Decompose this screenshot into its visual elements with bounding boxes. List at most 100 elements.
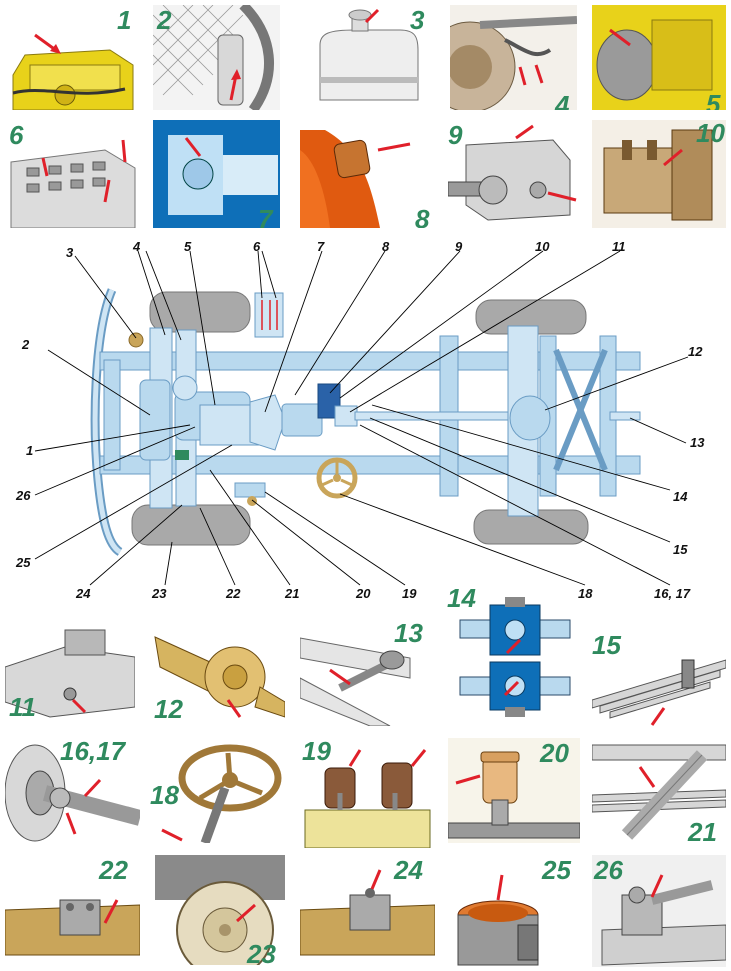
gearbox-icon bbox=[448, 124, 577, 221]
panel-number-18: 18 bbox=[150, 780, 179, 810]
panel-10: 10 bbox=[592, 120, 726, 228]
callout-2: 2 bbox=[22, 337, 30, 352]
panel-12: 12 bbox=[150, 622, 285, 722]
panel-16-17: 16,17 bbox=[5, 738, 140, 843]
panel-6: 6 bbox=[5, 120, 138, 228]
callout-1: 1 bbox=[26, 443, 34, 458]
callout-19: 19 bbox=[402, 586, 417, 601]
battery-icon bbox=[10, 139, 136, 228]
battery bbox=[254, 292, 284, 338]
panel-number-12: 12 bbox=[154, 694, 183, 722]
tow-hook-icon bbox=[300, 637, 411, 726]
leaf-spring-icon bbox=[592, 659, 726, 726]
steering-wheel-icon bbox=[161, 744, 282, 843]
panel-number-7: 7 bbox=[258, 204, 273, 228]
panel-8: 8 bbox=[300, 120, 437, 228]
panel-number-26: 26 bbox=[594, 855, 623, 885]
callout-26: 26 bbox=[16, 488, 31, 503]
oil-filter-icon bbox=[300, 130, 411, 228]
universal-joint-icon bbox=[459, 597, 571, 717]
panel-21: 21 bbox=[592, 735, 726, 845]
panel-number-8: 8 bbox=[415, 204, 430, 228]
panel-25: 25 bbox=[448, 855, 580, 967]
panel-14: 14 bbox=[445, 585, 585, 725]
panel-number-25: 25 bbox=[542, 855, 571, 885]
radiator bbox=[139, 379, 171, 461]
transfer-case-icon bbox=[592, 120, 726, 228]
brake-hose-icon bbox=[450, 5, 577, 110]
callout-10: 10 bbox=[535, 239, 550, 254]
panel-number-23: 23 bbox=[247, 939, 276, 965]
frame-rail-left bbox=[99, 351, 641, 371]
gearbox bbox=[281, 403, 323, 437]
callout-14: 14 bbox=[673, 489, 688, 504]
callout-4: 4 bbox=[133, 239, 141, 254]
panel-3: 3 bbox=[310, 5, 435, 110]
propeller-shaft bbox=[354, 411, 526, 421]
frame-rail-right bbox=[99, 455, 641, 475]
chassis-drawing bbox=[90, 288, 641, 556]
callout-13: 13 bbox=[690, 435, 705, 450]
callout-22: 22 bbox=[226, 586, 241, 601]
air-filter-icon bbox=[592, 5, 726, 110]
panel-22: 22 bbox=[5, 855, 140, 965]
panel-number-6: 6 bbox=[9, 120, 24, 150]
callout-23: 23 bbox=[152, 586, 167, 601]
rear-axle-icon bbox=[154, 636, 285, 718]
panel-2: 2 bbox=[153, 5, 280, 110]
panel-number-19: 19 bbox=[302, 738, 331, 766]
panel-number-5: 5 bbox=[706, 89, 721, 110]
panel-number-13: 13 bbox=[394, 618, 423, 648]
panel-number-16-17: 16,17 bbox=[60, 738, 126, 766]
callout-3: 3 bbox=[66, 245, 74, 260]
panel-26: 26 bbox=[592, 855, 726, 967]
transfer-case-bottom-icon bbox=[5, 629, 135, 718]
steering-gear-icon bbox=[592, 855, 726, 967]
callout-21: 21 bbox=[285, 586, 300, 601]
panel-number-15: 15 bbox=[592, 630, 621, 660]
fuel-pump-icon bbox=[457, 874, 539, 966]
wheel-icon bbox=[155, 855, 285, 965]
clutch-icon bbox=[153, 120, 280, 228]
panel-4: 4 bbox=[450, 5, 577, 110]
callout-24: 24 bbox=[76, 586, 91, 601]
expansion-tank bbox=[128, 332, 144, 348]
panel-number-21: 21 bbox=[688, 817, 717, 845]
panel-number-22: 22 bbox=[99, 855, 128, 885]
rear-differential bbox=[509, 395, 551, 441]
panel-7: 7 bbox=[153, 120, 280, 228]
callout-20: 20 bbox=[356, 586, 371, 601]
expansion-tank-icon bbox=[319, 8, 419, 101]
engine-cover-icon bbox=[12, 33, 134, 110]
steering-wheel bbox=[316, 457, 358, 499]
panel-number-24: 24 bbox=[394, 855, 423, 885]
callout-12: 12 bbox=[688, 344, 703, 359]
callout-6: 6 bbox=[253, 239, 261, 254]
panel-18: 18 bbox=[150, 738, 285, 843]
fluid-reservoir-icon bbox=[448, 738, 580, 843]
panel-number-9: 9 bbox=[448, 120, 463, 150]
front-right-tire bbox=[131, 504, 251, 546]
panel-5: 5 bbox=[592, 5, 726, 110]
panel-23: 23 bbox=[155, 855, 285, 965]
leader-lines bbox=[34, 250, 689, 586]
panel-number-1: 1 bbox=[117, 5, 132, 35]
shock-absorber-icon bbox=[592, 744, 726, 840]
propeller-shaft-icon bbox=[5, 744, 140, 842]
pivot-icon bbox=[300, 869, 435, 956]
panel-11: 11 bbox=[5, 622, 135, 722]
steering-knuckle-icon bbox=[5, 899, 140, 956]
brake-master-cylinder-icon bbox=[304, 749, 431, 848]
panel-20: 20 bbox=[448, 738, 580, 843]
callout-25: 25 bbox=[16, 555, 31, 570]
radiator-icon bbox=[153, 5, 280, 110]
callout-9: 9 bbox=[455, 239, 463, 254]
clutch-housing bbox=[249, 394, 286, 451]
panel-number-20: 20 bbox=[540, 738, 569, 768]
panel-1: 1 bbox=[5, 5, 138, 110]
callout-5: 5 bbox=[184, 239, 192, 254]
panel-number-14: 14 bbox=[447, 585, 476, 613]
panel-number-2: 2 bbox=[157, 5, 172, 35]
panel-19: 19 bbox=[300, 738, 435, 848]
